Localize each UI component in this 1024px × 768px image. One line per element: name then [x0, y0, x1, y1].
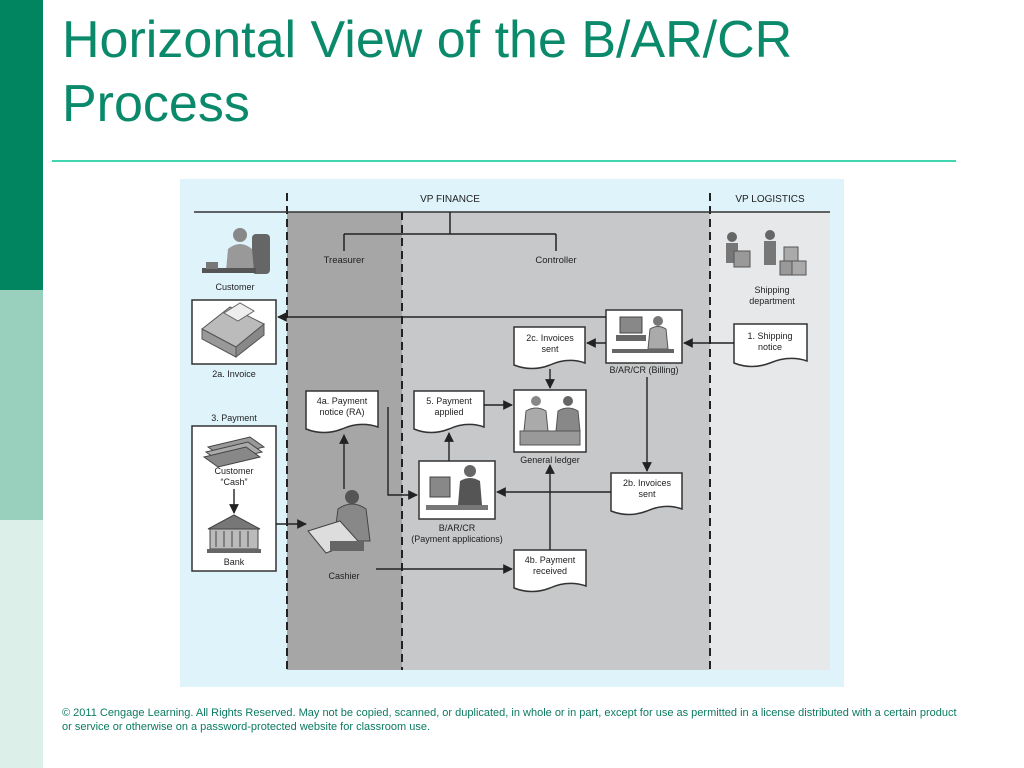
invoices-sent-2b-doc [610, 472, 683, 516]
invoices-sent-2c-label: 2c. Invoices [526, 333, 574, 343]
shipping-notice-label: notice [758, 342, 782, 352]
payment-notice-label: 4a. Payment [317, 396, 368, 406]
payment-received-label: received [533, 566, 567, 576]
treasurer-label: Treasurer [324, 255, 365, 266]
payment-notice-doc [305, 390, 379, 434]
cash-icon [202, 436, 266, 468]
controller-label: Controller [535, 255, 576, 266]
vp-logistics-label: VP LOGISTICS [735, 194, 805, 205]
cashier-label: Cashier [328, 571, 359, 581]
payment-applications-label: (Payment applications) [411, 534, 503, 544]
shipping-notice-label: 1. Shipping [747, 331, 792, 341]
customer-cash-label: “Cash” [220, 477, 247, 487]
customer-label: Customer [215, 282, 254, 292]
general-ledger-label: General ledger [520, 455, 580, 465]
invoice-label: 2a. Invoice [212, 369, 256, 379]
flow-arrows [229, 312, 734, 574]
payment-applied-doc [413, 390, 485, 434]
billing-computer-icon [612, 316, 674, 353]
printer-icon [201, 302, 265, 359]
bank-icon [207, 514, 261, 553]
shipping-notice-doc [733, 323, 808, 368]
invoices-sent-2c-doc [513, 326, 586, 370]
accent-bar-top [0, 0, 43, 290]
logistics-lane [710, 212, 830, 670]
payment-received-label: 4b. Payment [525, 555, 576, 565]
payment-notice-label: notice (RA) [319, 407, 364, 417]
payment-applied-label: 5. Payment [426, 396, 472, 406]
payment-applications-label: B/AR/CR [439, 523, 476, 533]
diagram-canvas: VP FINANCE VP LOGISTICS Treasurer Contro… [191, 193, 830, 670]
shipping-dept-label: department [749, 296, 795, 306]
payment-received-doc [513, 549, 587, 593]
billing-label: B/AR/CR (Billing) [609, 365, 678, 375]
shipping-dept-label: Shipping [754, 285, 789, 295]
ledger-staff-icon [519, 396, 581, 446]
accent-bar-middle [0, 290, 43, 520]
invoices-sent-2c-label: sent [541, 344, 559, 354]
invoices-sent-2b-label: 2b. Invoices [623, 478, 672, 488]
vp-finance-label: VP FINANCE [420, 194, 480, 205]
cashier-icon [307, 490, 371, 554]
invoices-sent-2b-label: sent [638, 489, 656, 499]
bar-cr-process-diagram: VP FINANCE VP LOGISTICS Treasurer Contro… [180, 179, 844, 687]
title-divider [52, 160, 956, 162]
slide-title: Horizontal View of the B/AR/CR Process [62, 11, 793, 133]
payment-applications-computer-icon [426, 465, 488, 510]
customer-icon [202, 228, 270, 274]
accent-bar-bottom [0, 520, 43, 768]
shipping-dept-icon [726, 230, 807, 276]
payment-label: 3. Payment [211, 413, 257, 423]
payment-applied-label: applied [434, 407, 463, 417]
customer-cash-label: Customer [214, 466, 253, 476]
bank-label: Bank [224, 557, 245, 567]
copyright-footer: © 2011 Cengage Learning. All Rights Rese… [62, 707, 957, 733]
org-tree [343, 212, 557, 251]
